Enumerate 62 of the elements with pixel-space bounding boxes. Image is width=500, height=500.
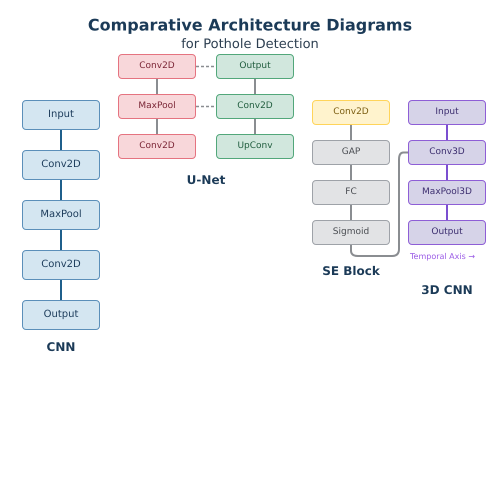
layer-box: [312, 180, 390, 205]
axis-label: Temporal Axis →: [410, 252, 476, 262]
connector-line: [446, 205, 448, 220]
layer-box: [118, 54, 196, 79]
connector-line: [446, 125, 448, 140]
layer-name: Conv2D: [139, 61, 175, 72]
connector-line: [350, 152, 408, 257]
column-title: U-Net: [186, 172, 226, 188]
subtitle: for Pothole Detection: [181, 37, 319, 53]
connector-line: [254, 79, 256, 94]
diagram-title: Comparative Architecture Diagrams: [88, 15, 412, 35]
column-title: 3D CNN: [421, 282, 473, 298]
connector-line: [60, 230, 62, 250]
layer-box: [216, 94, 294, 119]
layer-box: [22, 250, 100, 280]
column-title: CNN: [46, 340, 76, 354]
layer-box: [22, 300, 100, 330]
layer-box: [408, 220, 486, 245]
column-title: SE Block: [322, 264, 380, 278]
layer-name: Conv2D: [139, 141, 175, 152]
layer-name: Sigmoid: [332, 227, 370, 238]
layer-box: [312, 100, 390, 125]
layer-name: Input: [435, 107, 459, 118]
layer-name: Conv2D: [41, 259, 81, 271]
layer-box: [118, 94, 196, 119]
connector-line: [446, 165, 448, 180]
connector-line: [254, 119, 256, 134]
connector-line: [60, 280, 62, 300]
layer-name: Conv2D: [333, 107, 369, 118]
connector-line: [156, 79, 158, 94]
layer-box: [22, 100, 100, 130]
layer-name: MaxPool: [40, 209, 82, 221]
layer-box: [312, 220, 390, 245]
layer-name: Output: [44, 309, 78, 321]
connector-line: [350, 125, 352, 140]
layer-name: UpConv: [237, 141, 273, 152]
connector-line: [156, 119, 158, 134]
layer-name: MaxPool3D: [422, 187, 472, 198]
connector-line: [350, 205, 352, 220]
layer-name: Conv2D: [41, 159, 81, 171]
layer-box: [312, 140, 390, 165]
layer-box: [408, 140, 486, 165]
layer-box: [408, 100, 486, 125]
layer-name: GAP: [342, 147, 360, 158]
layer-box: [118, 134, 196, 159]
layer-box: [408, 180, 486, 205]
layer-box: [22, 150, 100, 180]
layer-box: [22, 200, 100, 230]
connector-line: [60, 180, 62, 200]
layer-name: Output: [239, 61, 271, 72]
layer-name: Conv2D: [237, 101, 273, 112]
dashed-connector: [196, 66, 216, 68]
layer-name: Output: [431, 227, 463, 238]
layer-box: [216, 54, 294, 79]
layer-box: [216, 134, 294, 159]
layer-name: MaxPool: [138, 101, 176, 112]
connector-line: [60, 130, 62, 150]
dashed-connector: [196, 106, 216, 108]
layer-name: FC: [345, 187, 357, 198]
layer-name: Conv3D: [429, 147, 465, 158]
layer-name: Input: [48, 109, 74, 121]
connector-line: [350, 165, 352, 180]
